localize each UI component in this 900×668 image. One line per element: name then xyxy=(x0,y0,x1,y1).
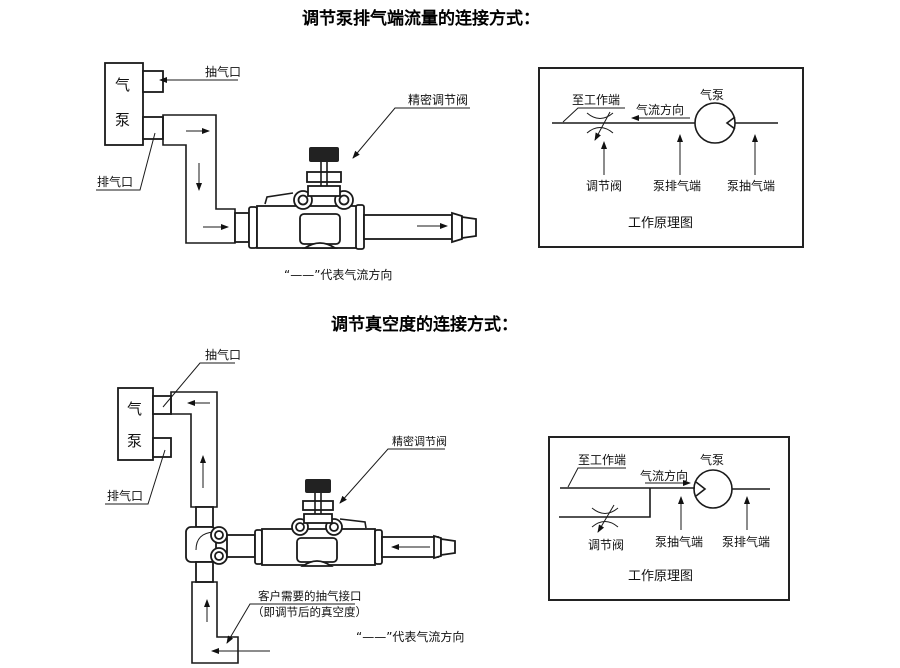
exhaust-leader xyxy=(105,449,166,505)
pump-label-top: 气 xyxy=(127,400,142,418)
valve-adjust-arrow xyxy=(597,504,615,533)
pump-label-top: 气 xyxy=(115,76,130,94)
pump-symbol xyxy=(694,102,736,144)
flow-legend: “——”代表气流方向 xyxy=(356,629,464,644)
section1-principle-diagram: 气流方向 气泵 至工作端 调节阀 泵排气端 泵抽气端 工作原理图 xyxy=(538,67,804,248)
valve-label: 精密调节阀 xyxy=(408,92,468,107)
exhaust-port xyxy=(152,437,172,458)
intake-port xyxy=(152,395,172,415)
valve-arc xyxy=(586,127,614,134)
bypass-line xyxy=(559,488,651,518)
valve-ring-right-inner xyxy=(329,522,339,532)
valve-lever xyxy=(339,518,367,529)
hose-barb-tip xyxy=(461,215,477,240)
valve-adjust-arrow xyxy=(594,111,611,141)
to-work-end-label: 至工作端 xyxy=(578,453,626,467)
exhaust-pipe xyxy=(162,114,236,244)
valve-knob xyxy=(309,147,339,162)
tee-branch xyxy=(226,534,256,558)
tee-ring-inner xyxy=(214,551,224,561)
valve-leader xyxy=(352,107,470,159)
pump-intake-end-label: 泵抽气端 xyxy=(727,178,775,193)
flange xyxy=(254,529,263,565)
principle-caption: 工作原理图 xyxy=(628,569,693,584)
flange xyxy=(374,529,383,565)
pump-symbol-triangle xyxy=(725,116,736,130)
valve-nut xyxy=(302,500,334,511)
principle-caption: 工作原理图 xyxy=(628,216,693,231)
customer-port-label: 客户需要的抽气接口 xyxy=(258,589,362,603)
valve-window xyxy=(299,213,341,245)
to-work-leader xyxy=(567,467,626,488)
pump-exhaust-end-label: 泵排气端 xyxy=(653,178,701,193)
section2-principle-diagram: 气流方向 气泵 至工作端 调节阀 泵抽气端 泵排气端 工作原理图 xyxy=(548,436,790,601)
exhaust-port xyxy=(142,116,164,140)
section2-title: 调节真空度的连接方式： xyxy=(331,315,518,335)
section2-assembly: 气 泵 抽气口 排气口 客户需要的抽气接口 （即调节后的真空度） xyxy=(105,347,464,664)
valve-bonnet xyxy=(307,185,341,197)
valve-nut xyxy=(306,171,342,183)
customer-port-note: （即调节后的真空度） xyxy=(252,605,367,619)
valve-arc xyxy=(591,507,619,514)
pump-intake-end-label: 泵抽气端 xyxy=(655,534,703,549)
hose-barb xyxy=(433,534,442,560)
valve-base xyxy=(300,560,334,567)
pump-symbol xyxy=(693,469,733,509)
valve-arc xyxy=(591,521,619,528)
hose-barb xyxy=(451,211,463,244)
valve-knob xyxy=(305,479,331,493)
intake-port xyxy=(142,70,164,93)
hose-barb-tip xyxy=(440,537,456,557)
exhaust-port-label: 排气口 xyxy=(107,488,143,503)
outlet-tube xyxy=(363,214,453,240)
valve-label: 精密调节阀 xyxy=(392,434,447,448)
intake-port-label: 抽气口 xyxy=(205,64,241,79)
air-pump-label: 气泵 xyxy=(700,87,724,102)
customer-port-leader xyxy=(226,603,355,644)
airflow-direction-label: 气流方向 xyxy=(636,102,684,117)
suction-pipe-upper xyxy=(170,391,218,508)
to-work-end-label: 至工作端 xyxy=(572,93,620,107)
regulating-valve-label: 调节阀 xyxy=(588,538,624,552)
tee-ring-inner xyxy=(214,530,224,540)
exhaust-port-label: 排气口 xyxy=(97,174,133,189)
intake-port-label: 抽气口 xyxy=(205,347,241,362)
regulating-valve-label: 调节阀 xyxy=(586,179,622,193)
valve-lever xyxy=(264,192,294,205)
pump-label-bottom: 泵 xyxy=(127,432,142,450)
valve-arc xyxy=(586,112,614,119)
valve-ring-left-inner xyxy=(295,522,305,532)
airflow-direction-label: 气流方向 xyxy=(640,468,688,483)
valve-ring-left-inner xyxy=(297,194,309,206)
flange xyxy=(355,204,365,250)
pump-label-bottom: 泵 xyxy=(115,111,130,129)
exhaust-leader xyxy=(96,132,156,191)
pump-exhaust-end-label: 泵排气端 xyxy=(722,534,770,549)
principle-frame xyxy=(548,436,790,601)
section1-title: 调节泵排气端流量的连接方式： xyxy=(302,9,540,29)
tee-neck xyxy=(195,506,214,528)
air-pump-label: 气泵 xyxy=(700,452,724,467)
customer-pipe xyxy=(191,581,239,664)
section1-assembly: 气 泵 抽气口 排气口 xyxy=(96,62,477,282)
tee-neck xyxy=(195,561,214,583)
intake-leader xyxy=(162,362,235,408)
air-pump-body xyxy=(104,62,144,146)
valve-base xyxy=(302,242,338,249)
flow-legend: “——”代表气流方向 xyxy=(284,267,392,282)
principle-frame xyxy=(538,67,804,248)
coupling xyxy=(234,212,250,243)
flange xyxy=(248,206,258,249)
pump-symbol-triangle xyxy=(695,481,707,497)
valve-window xyxy=(296,537,338,563)
valve-bonnet xyxy=(303,513,333,524)
to-work-leader xyxy=(562,107,625,123)
air-pump-body xyxy=(117,387,154,461)
valve-ring-right-inner xyxy=(338,194,350,206)
valve-leader xyxy=(339,448,445,504)
